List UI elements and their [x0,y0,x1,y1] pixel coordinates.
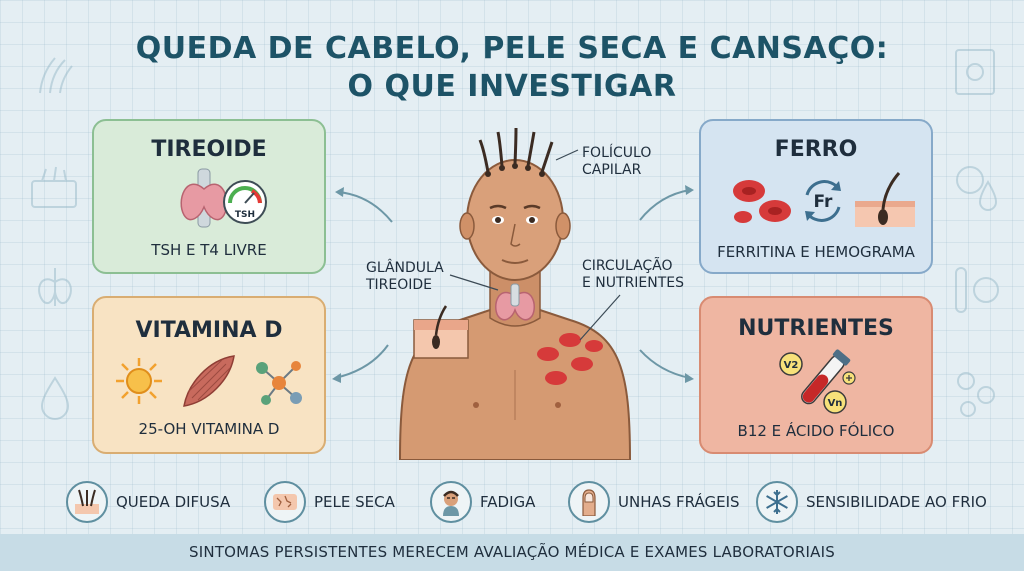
human-figure-illustration [398,127,632,460]
label-foliculo-capilar: FOLÍCULO CAPILAR [582,145,651,179]
card-tireoide-title: TIREOIDE [151,137,267,162]
card-nutrientes-title: NUTRIENTES [738,316,894,341]
symptom-queda-difusa: QUEDA DIFUSA [66,480,230,524]
snowflake-icon [756,481,798,523]
arrow-to-ferro [639,189,691,221]
skin-sample-block [413,305,469,359]
dry-skin-icon [264,481,306,523]
card-ferro-subtitle: FERRITINA E HEMOGRAMA [717,243,915,261]
card-ferro: FERRO Fr FERRITINA E HEMOGRAMA [699,119,933,274]
label-foliculo-line-1: FOLÍCULO [582,145,652,161]
label-glandula-tireoide: GLÂNDULA TIREOIDE [366,260,444,294]
sun-icon [116,358,162,404]
label-circulacao-nutrientes: CIRCULAÇÃO E NUTRIENTES [582,258,684,292]
blood-tube-vitamins-icon: V2 Vn [779,349,856,414]
card-nutrientes: NUTRIENTES V2 Vn B12 E ÁCIDO FÓLICO [699,296,933,454]
vn-badge-label: Vn [828,398,843,409]
symptom-fadiga: FADIGA [430,480,535,524]
skin-layer-decoration-icon [31,166,77,208]
symptom-sensibilidade-frio: SENSIBILIDADE AO FRIO [756,480,987,524]
tsh-gauge-icon: TSH [223,180,267,224]
card-vitamina-d: VITAMINA D 25-OH VITAMINA D [92,296,326,454]
symptom-label: PELE SECA [314,493,395,511]
footer-disclaimer: SINTOMAS PERSISTENTES MERECEM AVALIAÇÃO … [0,534,1024,571]
hair-decoration-icon [39,57,73,94]
tsh-gauge-label: TSH [235,210,255,220]
iron-symbol-label: Fr [814,192,834,212]
card-ferro-title: FERRO [774,137,858,162]
card-tireoide: TIREOIDE TSH TSH E T4 LIVRE [92,119,326,274]
thyroid-decoration-icon [38,268,72,306]
lab-decoration-icon [955,49,995,95]
card-vitamina-d-title: VITAMINA D [135,318,283,343]
title-line-1: QUEDA DE CABELO, PELE SECA E CANSAÇO: [135,31,889,66]
label-circulacao-line-2: E NUTRIENTES [582,275,685,291]
element-decoration-icon [956,166,998,211]
molecule-icon [256,361,302,405]
symptom-label: UNHAS FRÁGEIS [618,493,740,511]
hair-strands [478,127,554,173]
hair-follicle-skin-icon [855,172,915,227]
arrow-to-vitamina-d [334,344,389,379]
arrow-to-tireoide [337,191,393,223]
tube-decoration-icon [955,267,999,313]
card-nutrientes-subtitle: B12 E ÁCIDO FÓLICO [737,422,895,440]
label-glandula-line-2: TIREOIDE [366,277,433,293]
card-vitamina-d-subtitle: 25-OH VITAMINA D [138,420,280,438]
thyroid-gland-icon [180,168,228,228]
symptom-label: SENSIBILIDADE AO FRIO [806,493,987,511]
symptom-pele-seca: PELE SECA [264,480,395,524]
symptoms-bar: QUEDA DIFUSA PELE SECA FADIGA UNHAS FRÁG… [0,470,1024,532]
tired-person-icon [430,481,472,523]
symptom-label: QUEDA DIFUSA [116,493,231,511]
molecule-decoration-icon [957,372,995,417]
drop-decoration-icon [40,376,70,420]
title-line-2: O QUE INVESTIGAR [347,69,677,104]
label-circulacao-line-1: CIRCULAÇÃO [582,258,673,274]
label-glandula-line-1: GLÂNDULA [366,260,444,276]
label-foliculo-line-2: CAPILAR [582,162,642,178]
iron-cycle-icon: Fr [805,180,841,222]
symptom-label: FADIGA [480,493,536,511]
muscle-icon [183,355,235,407]
v2-badge-label: V2 [784,360,799,371]
card-tireoide-subtitle: TSH E T4 LIVRE [151,241,267,259]
blood-cells [537,333,603,385]
symptom-unhas-frageis: UNHAS FRÁGEIS [568,480,740,524]
hair-follicle-icon [66,481,108,523]
fingernail-icon [568,481,610,523]
red-blood-cells-icon [733,180,791,223]
page-title: QUEDA DE CABELO, PELE SECA E CANSAÇO: O … [120,30,904,106]
